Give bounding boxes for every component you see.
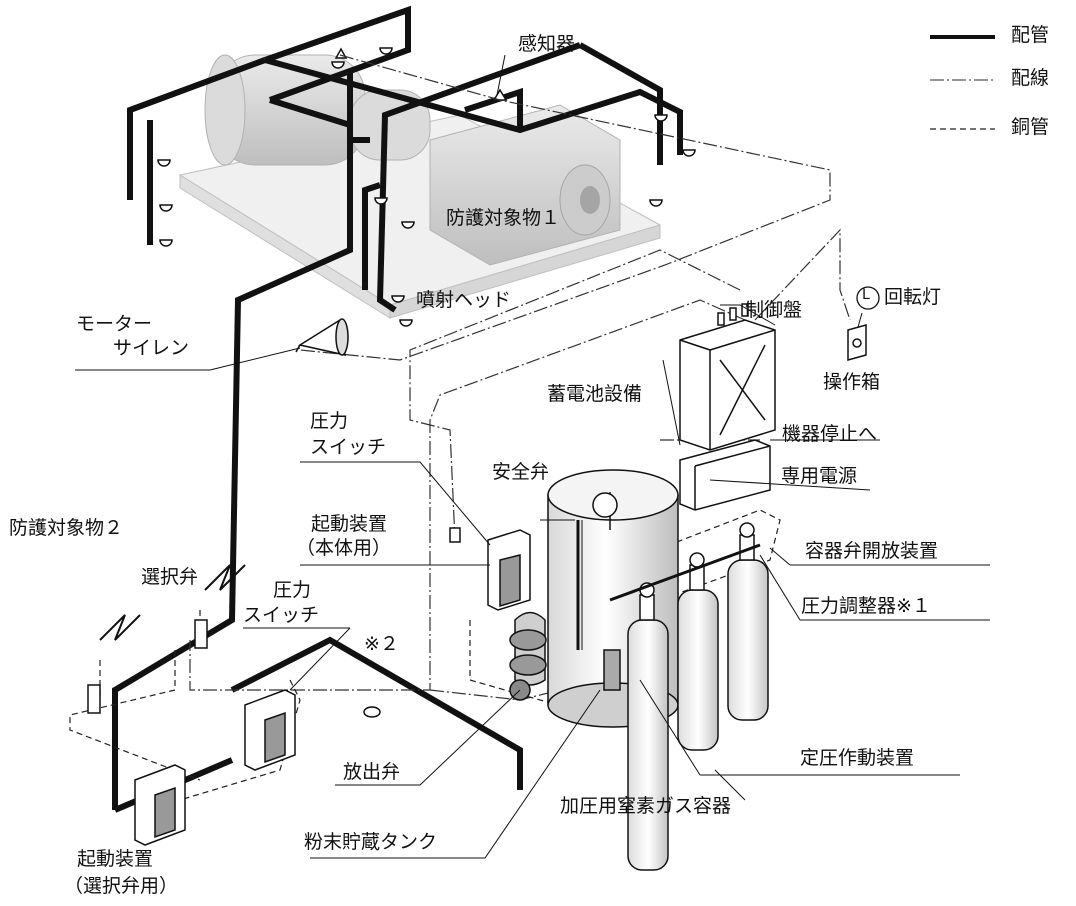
pressure-switch-b-device: [244, 689, 296, 771]
label-pressure-switch-b-line2: スイッチ: [243, 604, 320, 626]
label-nozzle: 噴射ヘッド: [416, 289, 512, 311]
label-operation-box: 操作箱: [823, 371, 881, 393]
label-note-2: ※２: [364, 633, 399, 655]
starter-main-device: [449, 527, 531, 611]
starter-selector-device: [134, 764, 186, 846]
rotating-lamp-icon: [856, 286, 880, 310]
cylinder-3: [727, 522, 769, 721]
label-detector: 感知器: [518, 33, 576, 55]
label-power-supply: 専用電源: [781, 465, 858, 487]
label-nitrogen-container: 加圧用窒素ガス容器: [560, 795, 732, 817]
label-pressure-switch-b-line1: 圧力: [273, 579, 312, 601]
rotating-lamp-mark: L: [862, 287, 870, 303]
label-protected-object-1: 防護対象物１: [446, 207, 561, 229]
nitrogen-cylinders: [603, 522, 769, 871]
cylinder-2: [677, 552, 719, 751]
label-container-valve-opener: 容器弁開放装置: [805, 540, 939, 562]
nozzle-heads: [157, 47, 696, 327]
machine-drum-hub: [580, 186, 600, 214]
leader-lines: [75, 54, 990, 859]
label-starter-selector-line2: （選択弁用）: [64, 875, 179, 897]
label-safety-valve: 安全弁: [492, 461, 550, 483]
label-control-panel: 制御盤: [745, 299, 803, 321]
control-panel: [679, 303, 776, 451]
fitting-note2: [363, 706, 381, 718]
label-starter-main-line1: 起動装置: [311, 513, 388, 535]
label-selector-valve: 選択弁: [141, 566, 199, 588]
label-constant-pressure-device: 定圧作動装置: [800, 747, 915, 769]
legend-label-wire: 配線: [1011, 67, 1050, 89]
motor-end: [204, 54, 246, 166]
operation-box: [847, 324, 867, 361]
label-discharge-valve: 放出弁: [343, 761, 401, 783]
label-stop-equipment: 機器停止へ: [782, 423, 878, 445]
label-pressure-regulator: 圧力調整器※１: [801, 595, 931, 617]
label-protected-object-2: 防護対象物２: [9, 517, 124, 539]
label-battery: 蓄電池設備: [547, 383, 643, 405]
label-starter-selector-line1: 起動装置: [77, 848, 154, 870]
label-motor-siren-line1: モーター: [76, 313, 153, 335]
label-starter-main-line2: （本体用）: [296, 537, 392, 559]
label-powder-storage-tank: 粉末貯蔵タンク: [304, 831, 438, 853]
motor-siren: [295, 318, 349, 356]
label-rotating-lamp: 回転灯: [884, 286, 942, 308]
legend-label-pipe: 配管: [1011, 24, 1050, 46]
main-piping: [112, 5, 683, 813]
machine-base-front: [389, 224, 661, 319]
selector-valves: [87, 564, 246, 714]
legend-label-copper: 銅管: [1011, 116, 1050, 138]
legend-lines: [930, 35, 995, 130]
label-motor-siren-line2: サイレン: [113, 337, 190, 359]
label-pressure-switch-a-line2: スイッチ: [310, 436, 387, 458]
label-pressure-switch-a-line1: 圧力: [310, 410, 349, 432]
cylinder-1: [627, 582, 669, 871]
battery-box: [679, 439, 771, 511]
discharge-valve: [509, 611, 547, 701]
